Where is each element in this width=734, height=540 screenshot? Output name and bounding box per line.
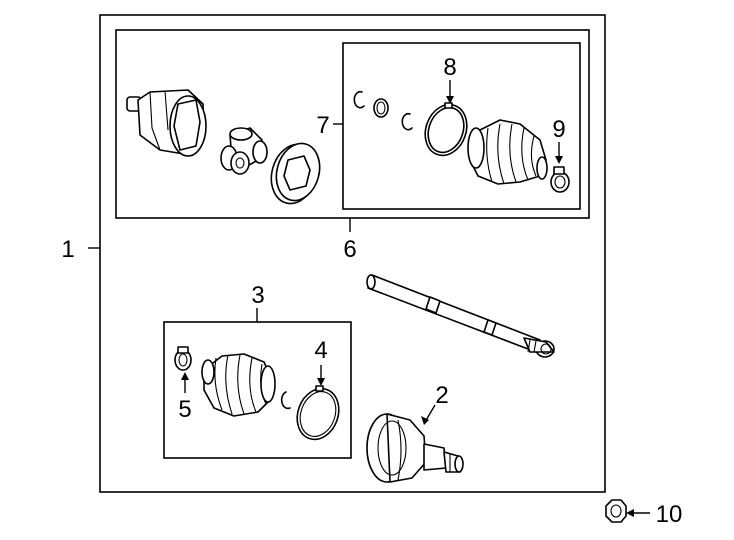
callout-4: 4 xyxy=(314,337,327,364)
inner-boot xyxy=(467,119,548,185)
leader-8 xyxy=(446,80,454,104)
tripod-spider xyxy=(220,127,268,175)
outer-cv-joint xyxy=(366,413,464,483)
boot-kit-frame-inner xyxy=(342,42,581,210)
callout-1: 1 xyxy=(61,236,74,263)
inner-joint-kit-frame xyxy=(115,29,590,219)
callout-9: 9 xyxy=(552,116,565,143)
outer-boot-clamp-small xyxy=(174,346,192,371)
callout-6: 6 xyxy=(343,236,356,263)
assembly-frame xyxy=(99,14,606,493)
callout-7: 7 xyxy=(316,112,329,139)
leader-4 xyxy=(317,365,325,386)
callout-5: 5 xyxy=(178,396,191,423)
boot-clamp-small xyxy=(550,166,570,193)
hub-nut xyxy=(605,499,627,523)
leader-9 xyxy=(555,142,563,164)
callout-10: 10 xyxy=(656,501,683,528)
callout-8: 8 xyxy=(443,54,456,81)
outer-snap-ring xyxy=(280,391,291,410)
leader-5 xyxy=(181,372,189,393)
retaining-cage xyxy=(270,142,321,205)
outer-boot-clamp-large xyxy=(296,385,340,441)
outer-boot xyxy=(201,353,276,417)
boot-clamp-large xyxy=(424,102,468,157)
axle-shaft xyxy=(366,274,555,358)
inner-joint-housing xyxy=(126,89,207,157)
leader-2 xyxy=(421,404,436,425)
callout-2: 2 xyxy=(435,382,448,409)
leader-10 xyxy=(626,509,650,517)
snap-rings xyxy=(353,90,413,131)
callout-3: 3 xyxy=(251,282,264,309)
